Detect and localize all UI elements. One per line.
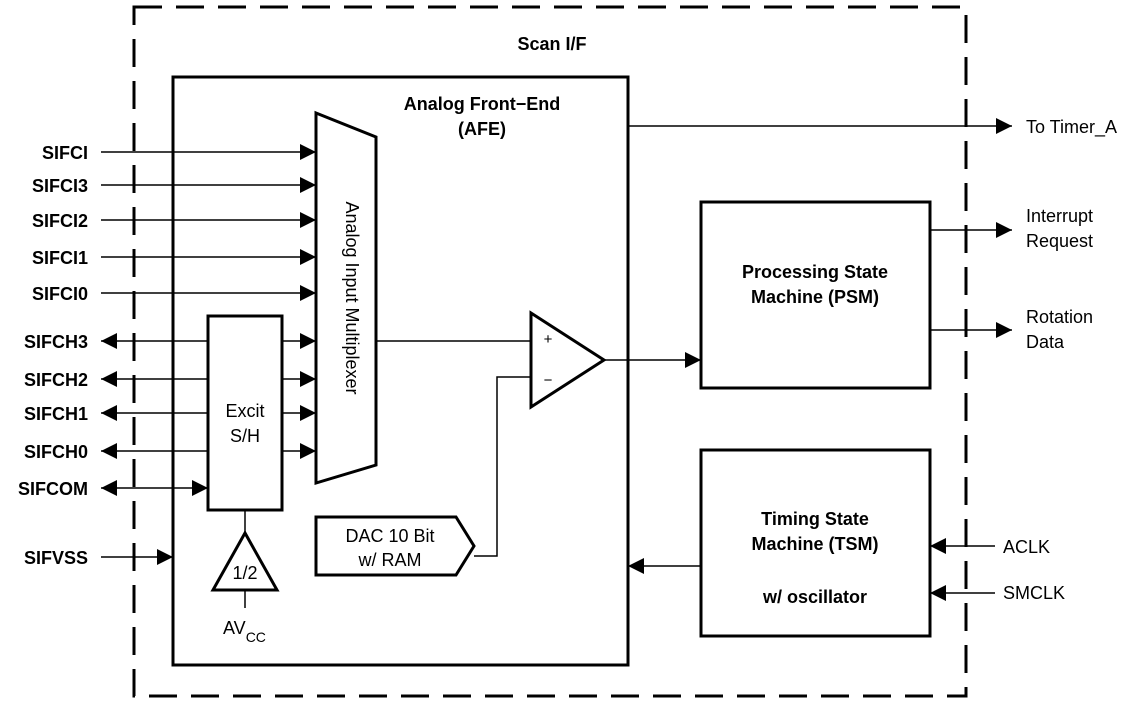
scan-if-title: Scan I/F [517, 34, 586, 54]
comparator-plus: + [544, 331, 553, 348]
sifch3-label: SIFCH3 [24, 332, 88, 352]
afe-title-line2: (AFE) [458, 119, 506, 139]
psm-line2: Machine (PSM) [751, 287, 879, 307]
sh-label: S/H [230, 426, 260, 446]
multiplexer-label: Analog Input Multiplexer [342, 201, 362, 394]
sifci1-label: SIFCI1 [32, 248, 88, 268]
tsm-line3: w/ oscillator [762, 587, 867, 607]
interrupt-label-line2: Request [1026, 231, 1093, 251]
dac-line1: DAC 10 Bit [345, 526, 434, 546]
psm-line1: Processing State [742, 262, 888, 282]
rotation-label-line1: Rotation [1026, 307, 1093, 327]
interrupt-label-line1: Interrupt [1026, 206, 1093, 226]
analog-input-multiplexer [314, 110, 378, 486]
dac-to-comparator-wire [474, 376, 531, 557]
to-timer-label: To Timer_A [1026, 117, 1117, 138]
dac-block [314, 515, 476, 577]
excit-label: Excit [225, 401, 264, 421]
afe-box [171, 75, 630, 667]
scan-if-boundary [132, 5, 968, 698]
smclk-label: SMCLK [1003, 583, 1065, 603]
psm-block [699, 200, 932, 390]
aclk-label: ACLK [1003, 537, 1050, 557]
comparator-minus: − [544, 372, 553, 389]
avcc-label: AVCC [223, 618, 266, 645]
rotation-label-line2: Data [1026, 332, 1065, 352]
sifch1-label: SIFCH1 [24, 404, 88, 424]
sifci3-label: SIFCI3 [32, 176, 88, 196]
sifci-label: SIFCI [42, 143, 88, 163]
sifch0-label: SIFCH0 [24, 442, 88, 462]
sifci2-label: SIFCI2 [32, 211, 88, 231]
sifch2-label: SIFCH2 [24, 370, 88, 390]
dac-line2: w/ RAM [358, 550, 422, 570]
afe-title-line1: Analog Front−End [404, 94, 561, 114]
sifvss-label: SIFVSS [24, 548, 88, 568]
half-buffer-label: 1/2 [232, 563, 257, 583]
sifcom-label: SIFCOM [18, 479, 88, 499]
comparator [529, 310, 607, 410]
sifci0-label: SIFCI0 [32, 284, 88, 304]
tsm-line2: Machine (TSM) [751, 534, 878, 554]
tsm-line1: Timing State [761, 509, 869, 529]
